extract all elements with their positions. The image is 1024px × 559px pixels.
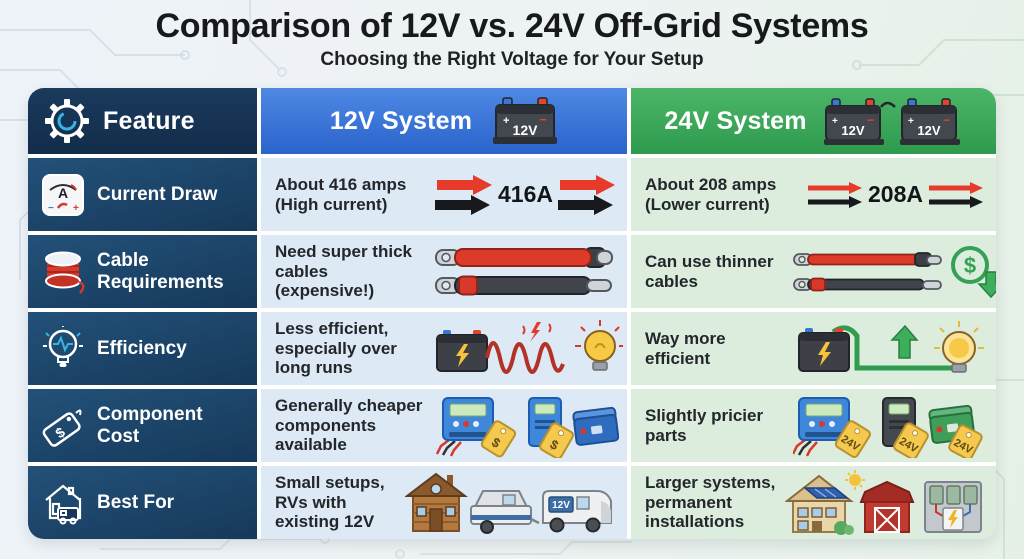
svg-text:12V: 12V: [841, 123, 864, 138]
thin-current-arrows-icon: [808, 181, 863, 208]
components-24v-illustration: 24V 24V 24V: [793, 396, 983, 458]
svg-text:+: +: [832, 116, 838, 127]
price-tag-24v: 24V: [893, 421, 929, 458]
feature-label: Cable Requirements: [97, 250, 224, 293]
cell-text-24v: Way more efficient: [645, 329, 726, 368]
column-title-12v: 12V System: [329, 106, 473, 135]
cell-12v-efficiency: Less efficient, especially over long run…: [261, 312, 627, 385]
components-12v-illustration: $ $: [435, 396, 619, 458]
wire-spool-icon: [45, 251, 85, 294]
svg-text:−: −: [867, 113, 874, 127]
feature-cell-cable-requirements: Cable Requirements: [28, 235, 257, 308]
battery-12v-icon: + − 12V: [493, 97, 558, 144]
comparison-table: Feature 12V System + − 12V 24V System +: [28, 88, 996, 539]
price-tag-dollar: $: [480, 419, 517, 457]
svg-text:+: +: [73, 203, 79, 214]
header-cell-feature: Feature: [28, 88, 257, 154]
cell-text-12v: Need super thick cables (expensive!): [275, 242, 412, 301]
lightbulb-icon: [43, 325, 83, 367]
ammeter-icon: A − +: [42, 173, 84, 216]
solar-home-barn-battery-bank-illustration: [785, 469, 982, 535]
column-title-24v: 24V System: [664, 106, 807, 135]
lossy-circuit-illustration: [436, 319, 623, 374]
cell-12v-component-cost: Generally cheaper components available $: [261, 389, 627, 462]
feature-label: Current Draw: [97, 183, 218, 205]
thick-cables-illustration: [435, 246, 613, 295]
amp-value-24v: 208A: [868, 181, 923, 207]
svg-text:−: −: [48, 203, 54, 214]
cell-24v-cable-requirements: Can use thinner cables: [631, 235, 996, 308]
cell-24v-current-draw: About 208 amps (Lower current) 208A: [631, 158, 996, 231]
amp-value-12v: 416A: [498, 181, 553, 207]
cell-24v-efficiency: Way more efficient: [631, 312, 996, 385]
price-tag-24v: 24V: [834, 419, 871, 458]
feature-cell-best-for: Best For: [28, 466, 257, 539]
cell-text-12v: Less efficient, especially over long run…: [275, 319, 397, 378]
thick-current-arrows-icon: [557, 174, 615, 215]
svg-text:12V: 12V: [552, 500, 570, 511]
thick-current-arrows-icon: [435, 174, 492, 215]
feature-label: Component Cost: [97, 404, 203, 447]
feature-label: Efficiency: [97, 337, 187, 359]
svg-text:−: −: [943, 113, 950, 127]
efficient-circuit-illustration: [798, 320, 984, 373]
header-cell-24v-system: 24V System + − 12V + − 12V: [631, 88, 996, 154]
home-rv-icon: [45, 484, 82, 524]
cell-12v-best-for: Small setups, RVs with existing 12V: [261, 466, 627, 539]
svg-text:$: $: [964, 253, 976, 278]
cell-text-24v: Larger systems, permanent installations: [645, 473, 776, 532]
feature-column-title: Feature: [103, 106, 195, 135]
cost-savings-icon: $: [951, 245, 996, 298]
svg-text:+: +: [503, 115, 509, 127]
thin-current-arrows-icon: [929, 181, 983, 208]
cell-text-24v: Can use thinner cables: [645, 252, 774, 291]
cell-text-12v: Generally cheaper components available: [275, 396, 423, 455]
price-tag-icon: $: [42, 408, 82, 447]
cell-12v-current-draw: About 416 amps (High current) 416A: [261, 158, 627, 231]
thin-cables-illustration: [793, 251, 942, 291]
page-header: Comparison of 12V vs. 24V Off-Grid Syste…: [0, 7, 1024, 71]
cabin-camper-rv-illustration: 12V: [405, 472, 612, 534]
header-cell-12v-system: 12V System + − 12V: [261, 88, 627, 154]
svg-text:A: A: [58, 185, 68, 201]
battery-pair-24v-icon: + − 12V + − 12V: [823, 98, 960, 145]
price-tag-dollar: $: [539, 421, 574, 458]
cell-text-24v: Slightly pricier parts: [645, 406, 764, 445]
cell-text-24v: About 208 amps (Lower current): [645, 175, 777, 214]
page-title: Comparison of 12V vs. 24V Off-Grid Syste…: [155, 7, 869, 45]
feature-cell-component-cost: $ Component Cost: [28, 389, 257, 462]
svg-text:12V: 12V: [513, 122, 539, 138]
cell-24v-best-for: Larger systems, permanent installations: [631, 466, 996, 539]
cell-12v-cable-requirements: Need super thick cables (expensive!): [261, 235, 627, 308]
svg-text:12V: 12V: [917, 123, 940, 138]
feature-label: Best For: [97, 491, 175, 513]
svg-text:+: +: [908, 116, 914, 127]
page-subtitle: Choosing the Right Voltage for Your Setu…: [320, 49, 704, 70]
svg-text:−: −: [539, 112, 547, 127]
gear-icon: [45, 99, 89, 143]
feature-cell-efficiency: Efficiency: [28, 312, 257, 385]
cell-text-12v: Small setups, RVs with existing 12V: [275, 473, 385, 532]
cell-text-12v: About 416 amps (High current): [275, 175, 407, 214]
cell-24v-component-cost: Slightly pricier parts 24V: [631, 389, 996, 462]
feature-cell-current-draw: A − + Current Draw: [28, 158, 257, 231]
